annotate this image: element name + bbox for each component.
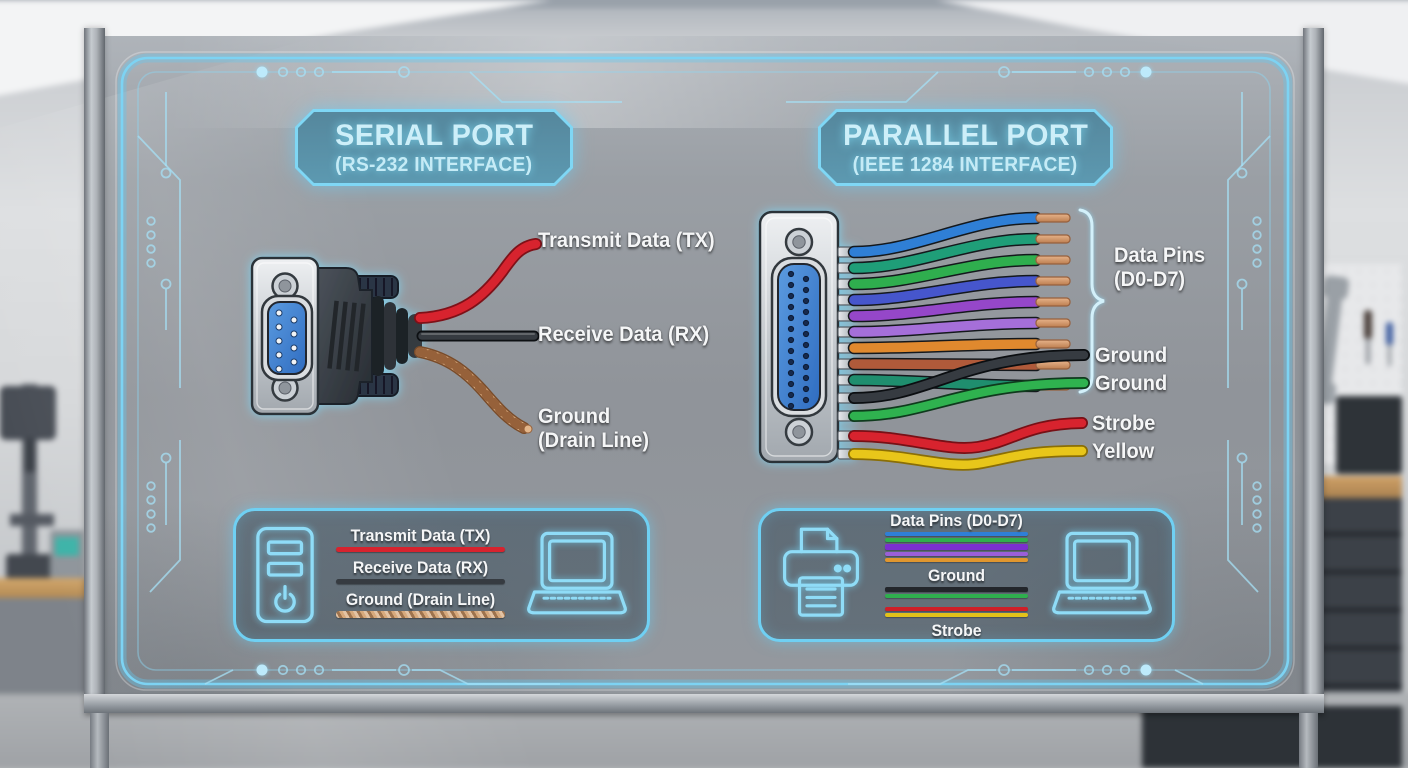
serial-port-title-box: SERIAL PORT (RS-232 INTERFACE)	[295, 109, 573, 186]
parallel-link-lines: Data Pins (D0-D7) Ground Strobe	[875, 511, 1038, 640]
serial-subtitle: (RS-232 INTERFACE)	[335, 153, 533, 176]
data-pins-row-label: Data Pins (D0-D7)	[890, 510, 1023, 530]
workbench-right	[1310, 476, 1402, 498]
screwdriver-silhouette	[1364, 310, 1372, 364]
frame-post-right	[1303, 28, 1324, 696]
ground-row-line	[336, 611, 505, 618]
monitor-silhouette	[1336, 396, 1402, 474]
strobe-bundle	[885, 606, 1028, 617]
ground-drain-label: Ground (Drain Line)	[538, 404, 650, 452]
screwdriver-silhouette	[1386, 322, 1393, 366]
frame-bottom-bar	[84, 694, 1324, 713]
rx-row-label: Receive Data (RX)	[352, 558, 489, 577]
parallel-port-title-box: PARALLEL PORT (IEEE 1284 INTERFACE)	[818, 109, 1113, 186]
parallel-link-box: Data Pins (D0-D7) Ground Strobe	[758, 508, 1175, 642]
instrument-screen	[55, 537, 79, 556]
tool-cabinet-right	[1310, 498, 1402, 710]
drill-press-table	[10, 514, 54, 526]
strobe-label: Strobe	[1092, 411, 1156, 435]
ground1-label: Ground	[1095, 343, 1168, 367]
cabinet-bottom-right	[1142, 706, 1402, 768]
cabinet-left	[0, 598, 96, 694]
yellow-label: Yellow	[1092, 439, 1155, 463]
laptop-icon	[1052, 531, 1152, 615]
tx-row-label: Transmit Data (TX)	[350, 526, 491, 545]
rx-label: Receive Data (RX)	[538, 322, 710, 346]
frame-post-left	[84, 28, 105, 696]
laptop-icon	[527, 531, 627, 615]
serial-link-lines: Transmit Data (TX) Receive Data (RX) Gro…	[328, 526, 513, 624]
strobe-row-label: Strobe	[931, 620, 982, 640]
parallel-title: PARALLEL PORT	[842, 118, 1089, 152]
drill-press-chuck	[25, 438, 35, 472]
data-pins-bundle	[885, 531, 1028, 562]
drill-press-head	[0, 386, 56, 440]
ground-row-label: Ground	[927, 565, 986, 585]
ground-bundle	[885, 586, 1028, 598]
serial-title: SERIAL PORT	[334, 118, 534, 152]
ground2-label: Ground	[1095, 371, 1168, 395]
frame-leg-right	[1299, 713, 1318, 768]
ceiling-band	[0, 0, 1408, 8]
ground-row-label: Ground (Drain Line)	[345, 590, 496, 609]
computer-tower-icon	[256, 526, 314, 624]
tx-label: Transmit Data (TX)	[538, 228, 715, 252]
printer-icon	[783, 527, 859, 617]
rx-row-line	[336, 579, 505, 584]
parallel-subtitle: (IEEE 1284 INTERFACE)	[853, 153, 1078, 176]
serial-link-box: Transmit Data (TX) Receive Data (RX) Gro…	[233, 508, 650, 642]
workbench-left	[0, 578, 96, 600]
tx-row-line	[336, 547, 505, 552]
frame-leg-left	[90, 713, 109, 768]
data-pins-label: Data Pins (D0-D7)	[1114, 243, 1206, 291]
